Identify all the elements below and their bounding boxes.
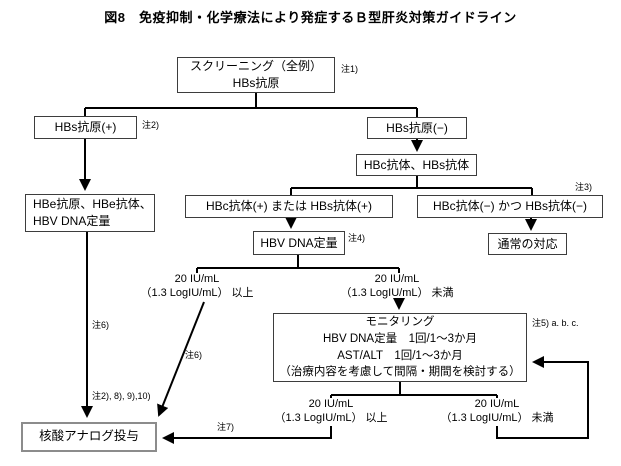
node-hbc-or-hbs-positive: HBc抗体(+) または HBs抗体(+) xyxy=(185,195,393,218)
node-normal-response: 通常の対応 xyxy=(488,233,567,255)
footnote-marker-3: 注3) xyxy=(575,182,593,192)
footnote-marker-6-left: 注6) xyxy=(92,320,110,330)
footnote-marker-4: 注4) xyxy=(348,233,366,243)
footnote-marker-1: 注1) xyxy=(341,64,359,74)
node-hbs-antigen-negative: HBs抗原(−) xyxy=(367,117,467,139)
node-hbc-and-hbs-negative: HBc抗体(−) かつ HBs抗体(−) xyxy=(417,195,603,218)
node-monitoring: モニタリング HBV DNA定量 1回/1～3か月 AST/ALT 1回/1～3… xyxy=(273,313,527,382)
branch-label-dna-under-threshold: 20 IU/mL （1.3 LogIU/mL） 未満 xyxy=(340,273,454,300)
footnote-marker-5: 注5) a. b. c. xyxy=(532,318,579,328)
footnote-marker-6-diagonal: 注6) xyxy=(185,350,203,360)
footnote-marker-7: 注7) xyxy=(217,422,235,432)
footnote-marker-2: 注2) xyxy=(142,120,160,130)
branch-label-monitoring-over-threshold: 20 IU/mL （1.3 LogIU/mL） 以上 xyxy=(274,398,388,425)
node-hbc-hbs-antibody-test: HBc抗体、HBs抗体 xyxy=(356,154,477,176)
node-screening: スクリーニング（全例） HBs抗原 xyxy=(177,57,335,93)
node-hbe-antigen-antibody-panel: HBe抗原、HBe抗体、 HBV DNA定量 xyxy=(25,194,155,232)
footnote-marker-2-8-9-10: 注2), 8), 9),10) xyxy=(92,391,151,401)
node-nucleic-acid-analog-administration: 核酸アナログ投与 xyxy=(21,422,157,452)
node-hbv-dna-quantification: HBV DNA定量 xyxy=(253,231,345,255)
node-hbs-antigen-positive: HBs抗原(+) xyxy=(34,116,137,139)
figure-title: 図8 免疫抑制・化学療法により発症するＢ型肝炎対策ガイドライン xyxy=(104,10,517,25)
branch-label-monitoring-under-threshold: 20 IU/mL （1.3 LogIU/mL） 未満 xyxy=(440,398,554,425)
branch-label-dna-over-threshold: 20 IU/mL （1.3 LogIU/mL） 以上 xyxy=(140,273,254,300)
